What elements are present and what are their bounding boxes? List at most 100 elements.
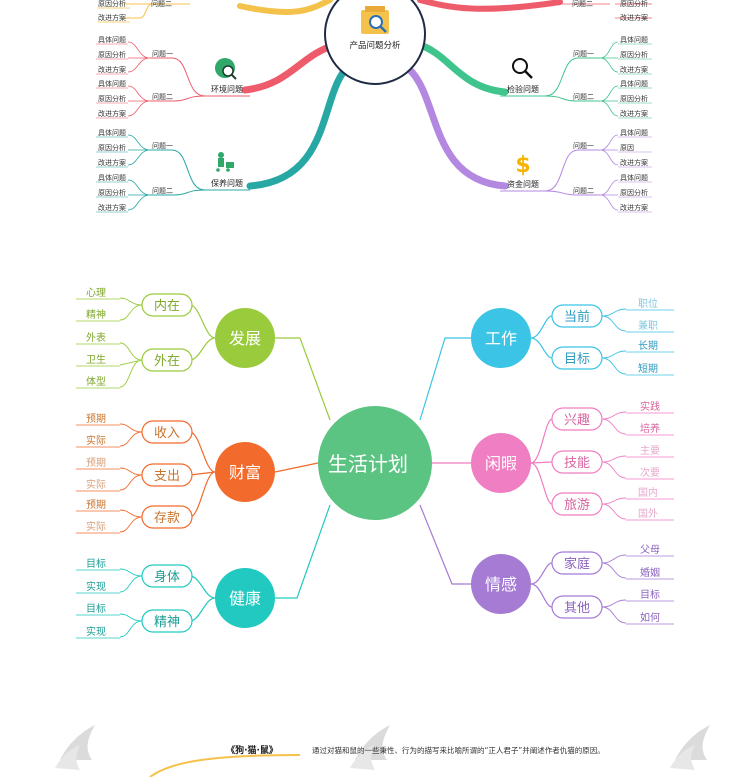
swirl-logo-icon — [55, 725, 95, 770]
node-jiankang: 健康 身体 精神 目标 实现 目标 实现 — [76, 558, 275, 639]
svg-text:$: $ — [515, 153, 530, 178]
inspect-q1-leaf-1: 具体问题 — [620, 35, 648, 44]
maint-q1-leaf-2: 原因分析 — [98, 143, 126, 152]
link-fazhan — [299, 337, 331, 421]
jingshen-sub-label: 精神 — [154, 615, 180, 630]
jiankang-label: 健康 — [229, 589, 261, 608]
fund-q1-leaf-3: 改进方案 — [620, 158, 648, 167]
link-qinggan — [419, 504, 472, 585]
maint-q1-leaf-3: 改进方案 — [98, 158, 126, 167]
mubiao-work-label: 目标 — [564, 352, 590, 367]
magnifier-icon — [512, 58, 533, 79]
inspect-q2-leaf-1: 具体问题 — [620, 79, 648, 88]
fund-q1: 问题一 — [573, 142, 594, 150]
env-q2-leaf-2: 原因分析 — [98, 94, 126, 103]
worker-cart-icon — [216, 152, 234, 172]
leaf-hunyin: 婚姻 — [640, 566, 660, 579]
ribbon-env — [241, 41, 339, 94]
branch-inspect: 检验问题 问题一 问题二 具体问题 原因分析 改进方案 具体问题 原因分析 改进… — [500, 35, 652, 119]
fund-q2: 问题二 — [573, 187, 594, 195]
leaf-yuqi-1: 预期 — [86, 413, 106, 425]
leaf-mubiao-2: 目标 — [86, 603, 106, 615]
footer-title: 《狗·猫·鼠》 — [226, 744, 278, 756]
node-fazhan: 发展 内在 外在 心理 精神 外表 卫生 体型 — [76, 287, 275, 389]
life-center-node — [318, 406, 432, 520]
xingqu-label: 兴趣 — [564, 413, 590, 428]
footer-curve — [149, 754, 301, 777]
leaf-shixian-1: 实现 — [86, 580, 106, 593]
top-mindmap: 产品问题分析 问题二 原因分析 改进方案 问题二 原因分析 改进方案 环境问题 — [96, 0, 652, 213]
tr-leaf-1: 原因分析 — [620, 0, 648, 8]
env-q2: 问题二 — [152, 93, 173, 101]
leaf-jingshen: 精神 — [86, 308, 106, 321]
leaf-shijian: 实践 — [640, 400, 660, 413]
leaf-guonei: 国内 — [638, 486, 658, 499]
env-q2-leaf-3: 改进方案 — [98, 109, 126, 118]
fund-label: 资金问题 — [507, 179, 539, 189]
inspect-q2-leaf-2: 原因分析 — [620, 94, 648, 103]
fund-q2-leaf-1: 具体问题 — [620, 173, 648, 182]
ribbon-maint — [246, 66, 349, 190]
leaf-guowai: 国外 — [638, 508, 658, 520]
life-center-label: 生活计划 — [328, 452, 408, 476]
jineng-label: 技能 — [564, 456, 590, 471]
fund-q2-leaf-2: 原因分析 — [620, 188, 648, 197]
tl-leaf-1: 原因分析 — [98, 0, 126, 8]
inspect-q2-leaf-3: 改进方案 — [620, 109, 648, 118]
node-xianxia: 闲暇 兴趣 技能 旅游 实践 培养 主要 次要 国内 国外 — [471, 400, 674, 521]
maint-q1: 问题一 — [152, 142, 173, 150]
maint-q2: 问题二 — [152, 187, 173, 195]
inspect-q1-leaf-3: 改进方案 — [620, 65, 648, 74]
gongzuo-label: 工作 — [485, 329, 517, 348]
node-caifu: 财富 收入 支出 存款 预期 实际 预期 实际 预期 实际 — [76, 413, 275, 534]
xianxia-label: 闲暇 — [485, 454, 517, 473]
link-caifu — [274, 462, 319, 473]
leaf-weisheng: 卫生 — [86, 353, 106, 366]
leaf-waibiao: 外表 — [86, 331, 106, 344]
fazhan-label: 发展 — [229, 329, 261, 348]
maint-q2-leaf-2: 原因分析 — [98, 188, 126, 197]
footer-strip: 《狗·猫·鼠》 通过对猫和鼠的一些秉性、行为的描写来比喻所谓的“正人君子”并阐述… — [55, 725, 710, 777]
ribbon-fund — [406, 66, 509, 190]
env-q1-leaf-2: 原因分析 — [98, 50, 126, 59]
waizai-label: 外在 — [154, 354, 180, 369]
leaf-shiji-2: 实际 — [86, 478, 106, 491]
link-jiankang — [275, 504, 331, 599]
fund-q1-leaf-1: 具体问题 — [620, 128, 648, 137]
env-q1: 问题一 — [152, 50, 173, 58]
leaf-zhuyao: 主要 — [640, 445, 660, 457]
swirl-logo-icon-3 — [670, 725, 710, 770]
leaf-mubiao-emotion: 目标 — [640, 589, 660, 601]
maint-q1-leaf-1: 具体问题 — [98, 128, 126, 137]
leaf-fumu: 父母 — [640, 544, 660, 556]
caifu-label: 财富 — [229, 463, 261, 482]
leaf-ciyao: 次要 — [640, 466, 660, 479]
swirl-logo-icon-2 — [350, 725, 390, 770]
leaf-duanqi: 短期 — [638, 362, 658, 375]
jiating-label: 家庭 — [564, 556, 590, 572]
tl-q2: 问题二 — [151, 0, 172, 8]
ribbon-inspect — [416, 41, 509, 96]
life-mindmap: 生活计划 发展 内在 外在 心理 精神 外表 卫生 体型 财富 — [76, 287, 674, 639]
globe-search-icon — [215, 58, 237, 80]
footer-description: 通过对猫和鼠的一些秉性、行为的描写来比喻所谓的“正人君子”并阐述作者仇猫的原因。 — [312, 745, 605, 755]
branch-fund: $ 资金问题 问题一 问题二 具体问题 原因 改进方案 具体问题 原因分析 改进… — [500, 128, 652, 213]
zhichu-label: 支出 — [154, 469, 180, 484]
top-right-partial: 问题二 原因分析 改进方案 — [560, 0, 652, 22]
leaf-peiyang: 培养 — [640, 422, 660, 435]
tl-leaf-2: 改进方案 — [98, 13, 126, 22]
leaf-yuqi-3: 预期 — [86, 499, 106, 511]
shenti-label: 身体 — [154, 569, 180, 585]
tr-leaf-2: 改进方案 — [620, 13, 648, 22]
node-qinggan: 情感 家庭 其他 父母 婚姻 目标 如何 — [471, 544, 674, 625]
leaf-tixing: 体型 — [86, 375, 106, 388]
inspect-q1: 问题一 — [573, 50, 594, 58]
leaf-mubiao-1: 目标 — [86, 558, 106, 570]
env-label: 环境问题 — [211, 84, 243, 94]
leaf-shiji-3: 实际 — [86, 520, 106, 533]
leaf-jianzhi: 兼职 — [638, 319, 658, 332]
maint-label: 保养问题 — [211, 178, 243, 188]
leaf-zhiwei: 职位 — [638, 297, 658, 310]
leaf-yuqi-2: 预期 — [86, 457, 106, 469]
